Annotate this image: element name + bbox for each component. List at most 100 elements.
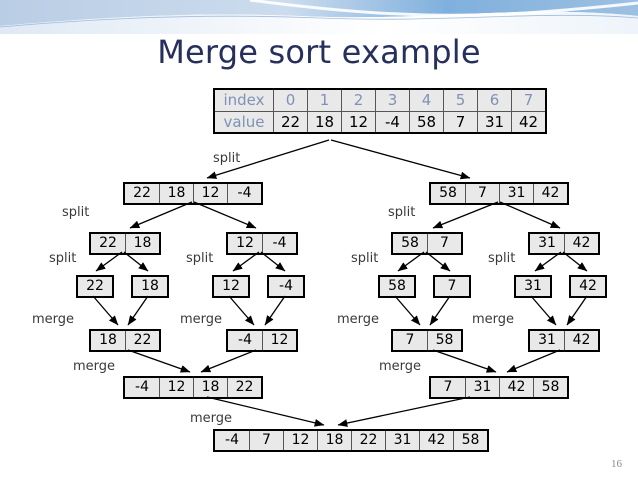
merge-level1-b-cell-0: -4 xyxy=(228,331,262,350)
caption-split-right-2a: split xyxy=(351,251,379,266)
leaf-8-cell-0: 42 xyxy=(571,277,605,296)
split-level2-d-cell-0: 31 xyxy=(530,234,564,253)
leaf-3-cell-0: 12 xyxy=(214,277,248,296)
caption-merge-right-2: merge xyxy=(379,359,422,374)
merge-level2-left-cell-2: 18 xyxy=(193,378,227,397)
merge-level2-left-cell-0: -4 xyxy=(125,378,159,397)
merge-level2-right-cell-3: 58 xyxy=(533,378,567,397)
leaf-8: 42 xyxy=(569,275,607,298)
leaf-4: -4 xyxy=(267,275,305,298)
merge-final-cell-7: 58 xyxy=(453,431,487,450)
value-cell-3: -4 xyxy=(375,111,409,132)
merge-level2-left-cell-3: 22 xyxy=(227,378,261,397)
index-cell-1: 1 xyxy=(307,90,341,111)
merge-final-cell-4: 22 xyxy=(351,431,385,450)
split-level1-right-cell-2: 31 xyxy=(499,184,533,203)
banner-swoosh-icon xyxy=(0,0,638,34)
caption-split-left-1: split xyxy=(62,205,90,220)
split-level2-a-cell-1: 18 xyxy=(125,234,159,253)
value-cell-4: 58 xyxy=(409,111,443,132)
merge-final-cell-5: 31 xyxy=(385,431,419,450)
split-level2-b: 12-4 xyxy=(226,232,298,255)
value-cell-2: 12 xyxy=(341,111,375,132)
leaf-5-cell-0: 58 xyxy=(380,277,414,296)
arrow-m1c-r xyxy=(429,295,451,326)
caption-split-right-1: split xyxy=(388,205,416,220)
arrow-r1-a xyxy=(432,201,499,229)
leaf-4-cell-0: -4 xyxy=(269,277,303,296)
split-level2-b-cell-1: -4 xyxy=(262,234,296,253)
arrow-root-right xyxy=(330,139,471,180)
merge-final-cell-3: 18 xyxy=(317,431,351,450)
arrow-m2l-a xyxy=(127,349,191,373)
arrow-m2l-b xyxy=(200,349,257,373)
split-level1-right-cell-0: 58 xyxy=(431,184,465,203)
slide-banner xyxy=(0,0,638,34)
merge-final-cell-2: 12 xyxy=(283,431,317,450)
merge-level1-b-cell-1: 12 xyxy=(262,331,296,350)
index-cell-7: 7 xyxy=(511,90,545,111)
caption-merge-right-1b: merge xyxy=(472,312,515,327)
arrow-m1d-l xyxy=(530,295,557,326)
split-level1-left-cell-3: -4 xyxy=(227,184,261,203)
value-cell-6: 31 xyxy=(477,111,511,132)
caption-split-right-2b: split xyxy=(488,251,516,266)
leaf-1-cell-0: 22 xyxy=(78,277,112,296)
leaf-2: 18 xyxy=(131,275,169,298)
leaf-5: 58 xyxy=(378,275,416,298)
arrow-m2r-d xyxy=(506,349,561,373)
leaf-2-cell-0: 18 xyxy=(133,277,167,296)
arrow-r1-c xyxy=(499,201,561,229)
arrow-m1b-l xyxy=(228,295,255,326)
leaf-7: 31 xyxy=(514,275,552,298)
caption-merge-root: merge xyxy=(190,411,233,426)
merge-level1-a-cell-1: 22 xyxy=(125,331,159,350)
caption-split-left-2a: split xyxy=(49,251,77,266)
caption-merge-left-2: merge xyxy=(73,359,116,374)
caption-merge-left-1b: merge xyxy=(180,312,223,327)
leaf-6: 7 xyxy=(433,275,471,298)
merge-level1-a-cell-0: 18 xyxy=(91,331,125,350)
slide-number: 16 xyxy=(611,458,622,470)
arrow-m1a-l xyxy=(92,295,119,326)
merge-level1-d-cell-1: 42 xyxy=(564,331,598,350)
caption-merge-right-1a: merge xyxy=(337,312,380,327)
merge-level1-c-cell-1: 58 xyxy=(427,331,461,350)
merge-level1-c-cell-0: 7 xyxy=(393,331,427,350)
split-level1-left-cell-1: 18 xyxy=(159,184,193,203)
arrow-m1d-r xyxy=(566,295,588,326)
split-level2-a-cell-0: 22 xyxy=(91,234,125,253)
split-level2-d-cell-1: 42 xyxy=(564,234,598,253)
index-cell-3: 3 xyxy=(375,90,409,111)
merge-level2-right-cell-2: 42 xyxy=(499,378,533,397)
arrow-m2r-c xyxy=(432,349,497,373)
split-level2-c-cell-0: 58 xyxy=(393,234,427,253)
value-cell-7: 42 xyxy=(511,111,545,132)
value-cell-0: 22 xyxy=(273,111,307,132)
split-level1-right-cell-3: 42 xyxy=(533,184,567,203)
merge-final-cell-6: 42 xyxy=(419,431,453,450)
merge-final-cell-0: -4 xyxy=(215,431,249,450)
caption-split-root: split xyxy=(213,151,241,166)
value-row-label: value xyxy=(215,111,273,132)
merge-level2-right-cell-1: 31 xyxy=(465,378,499,397)
merge-level1-d-cell-0: 31 xyxy=(530,331,564,350)
merge-level2-left-cell-1: 12 xyxy=(159,378,193,397)
value-cell-1: 18 xyxy=(307,111,341,132)
page-title: Merge sort example xyxy=(157,33,481,71)
leaf-6-cell-0: 7 xyxy=(435,277,469,296)
caption-split-left-2b: split xyxy=(186,251,214,266)
arrow-m1b-r xyxy=(264,295,286,326)
split-level1-right-cell-1: 7 xyxy=(465,184,499,203)
arrow-final-right xyxy=(337,396,471,427)
